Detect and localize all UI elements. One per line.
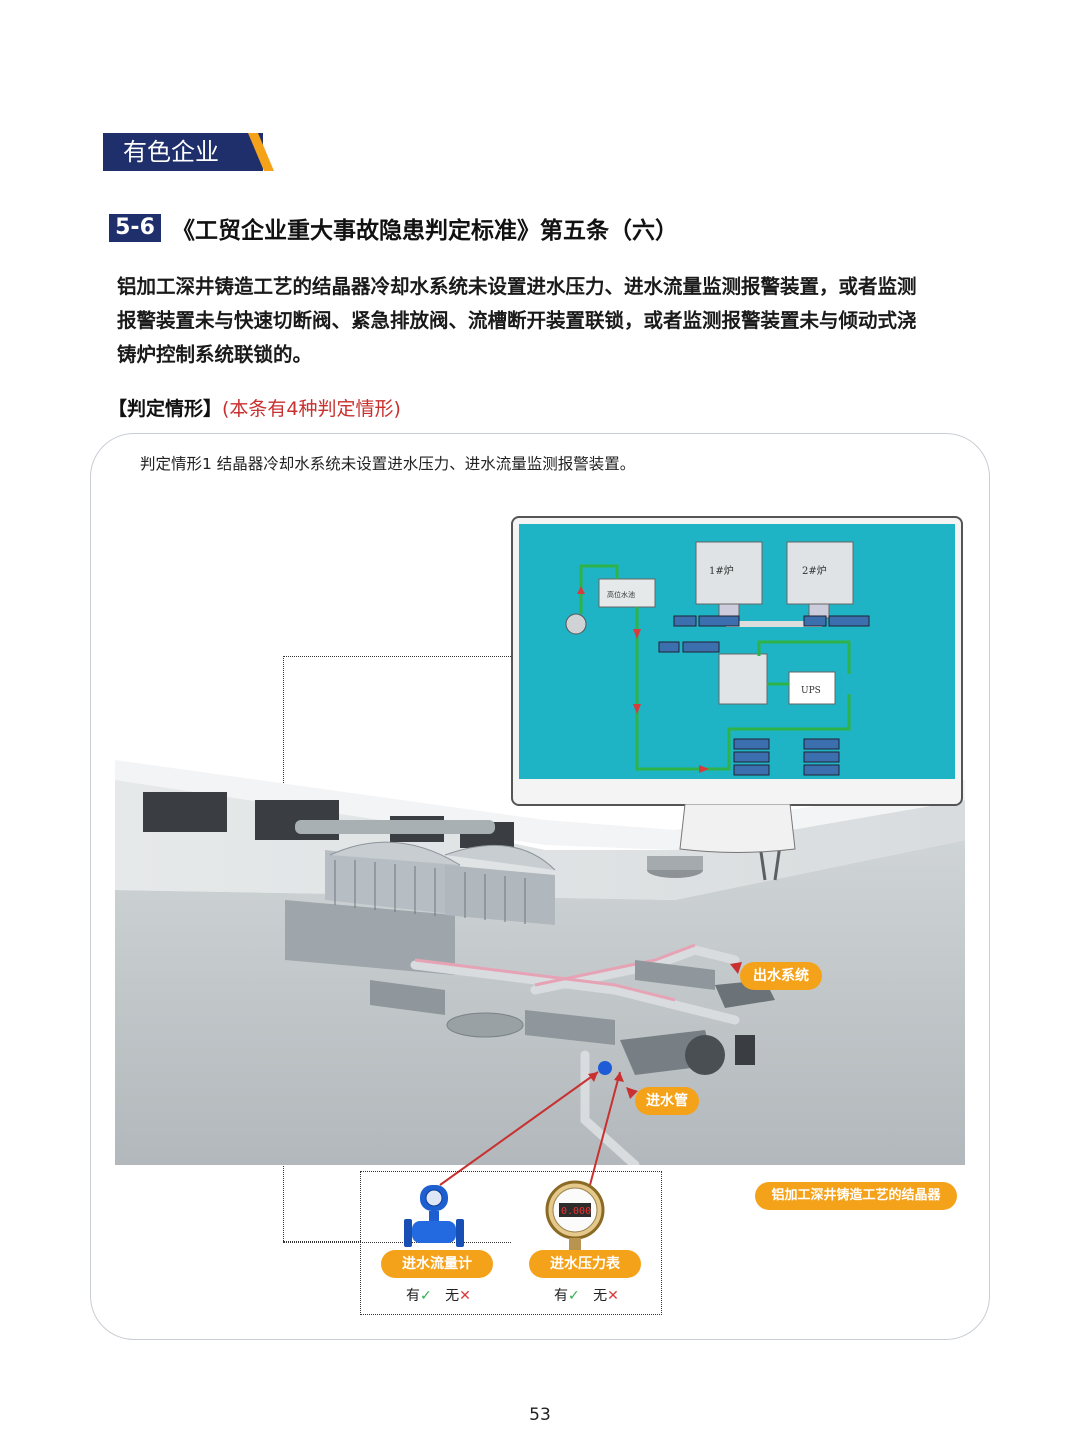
page-number: 53: [529, 1405, 551, 1425]
scada-diagram: 1#炉 2#炉 高位水池 UPS: [565, 541, 870, 776]
clause-body-line: 报警装置未与快速切断阀、紧急排放阀、流槽断开装置联锁，或者监测报警装置未与倾动式…: [117, 309, 917, 332]
monitor-stand: [679, 804, 796, 853]
outlet-arrow: [730, 962, 742, 974]
criteria-label: 【判定情形】: [108, 398, 223, 420]
ups-label: UPS: [801, 686, 821, 696]
furnace-2-label: 2#炉: [802, 565, 827, 577]
section-tag: 有色企业: [103, 133, 263, 171]
flow-meter-icon: [404, 1185, 464, 1247]
cross-icon: ✕: [607, 1288, 619, 1304]
have-label: 有: [406, 1288, 420, 1304]
gauge-display: 0.000: [561, 1206, 591, 1217]
criteria-heading: 【判定情形】(本条有4种判定情形): [108, 394, 401, 421]
tank-label: 高位水池: [607, 590, 635, 599]
section-tag-accent: [248, 133, 274, 171]
have-not-label: 无: [445, 1288, 460, 1304]
criteria-note: (本条有4种判定情形): [222, 398, 401, 420]
have-label: 有: [554, 1288, 568, 1304]
clause-body-line: 铸炉控制系统联锁的。: [117, 343, 313, 366]
check-icon: ✓: [568, 1288, 580, 1304]
device-panel: [360, 1171, 662, 1315]
crystallizer-label: 铝加工深井铸造工艺的结晶器: [755, 1182, 957, 1210]
device-pointer-arrows: [439, 1071, 624, 1186]
flow-meter-label: 进水流量计: [381, 1250, 493, 1278]
pressure-gauge-options: 有✓ 无✕: [554, 1285, 619, 1305]
outlet-system-label: 出水系统: [740, 962, 822, 990]
clause-body: 铝加工深井铸造工艺的结晶器冷却水系统未设置进水压力、进水流量监测报警装置，或者监…: [117, 270, 977, 372]
clause-number: 5-6: [109, 214, 161, 242]
case-title: 判定情形1 结晶器冷却水系统未设置进水压力、进水流量监测报警装置。: [140, 455, 636, 473]
flow-meter-options: 有✓ 无✕: [406, 1285, 471, 1305]
clause-title: 《工贸企业重大事故隐患判定标准》第五条（六）: [172, 218, 678, 244]
pressure-gauge-label: 进水压力表: [529, 1250, 641, 1278]
cross-icon: ✕: [459, 1288, 471, 1304]
pressure-gauge-icon: 0.000: [545, 1180, 605, 1250]
inlet-arrow: [626, 1087, 638, 1099]
check-icon: ✓: [420, 1288, 432, 1304]
inlet-pipe-label: 进水管: [635, 1087, 699, 1115]
clause-body-line: 铝加工深井铸造工艺的结晶器冷却水系统未设置进水压力、进水流量监测报警装置，或者监…: [117, 275, 917, 298]
have-not-label: 无: [593, 1288, 608, 1304]
monitor-link-bottom: [283, 1241, 361, 1242]
furnace-1-label: 1#炉: [709, 565, 734, 577]
